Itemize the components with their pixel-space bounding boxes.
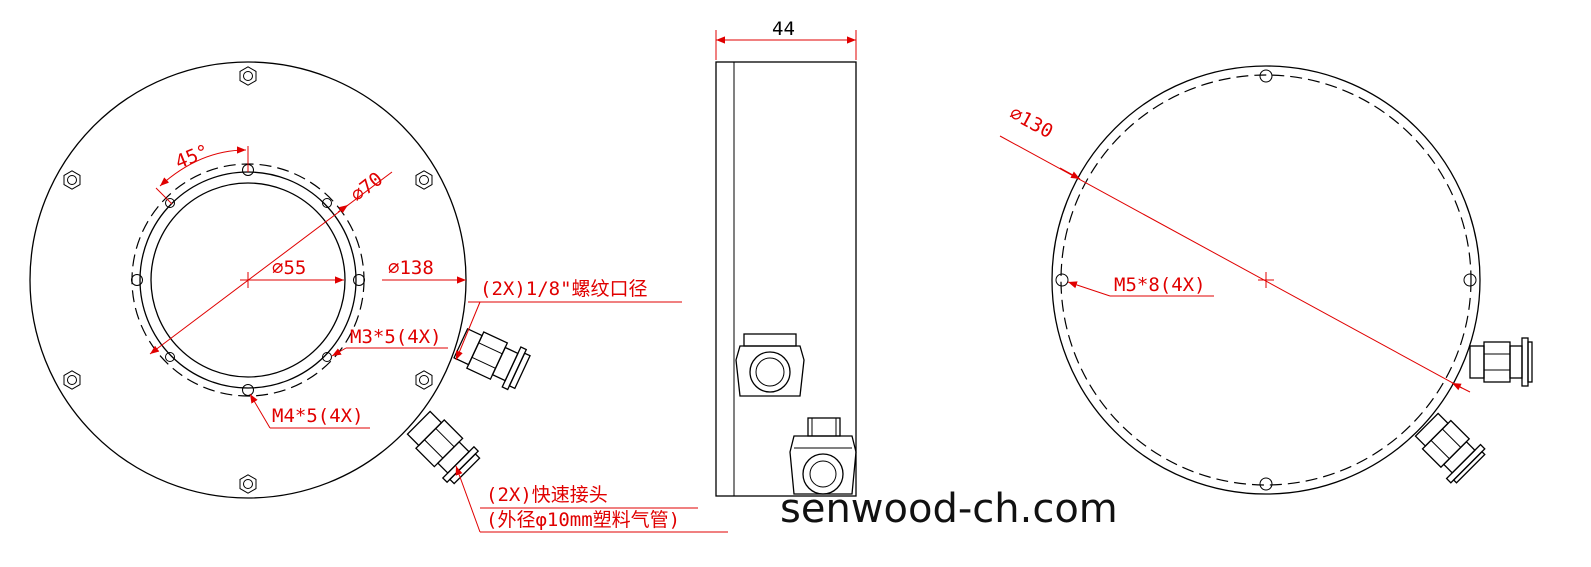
fitting-label-2: (外径φ10mm塑料气管): [486, 509, 680, 531]
width-44-label: 44: [772, 18, 795, 40]
rear-fitting-right: [1469, 337, 1533, 387]
rear-fitting-lower: [1414, 412, 1486, 484]
angle-label: 45°: [172, 140, 212, 173]
bore-ring-inner: [150, 182, 346, 378]
quick-fitting-lower: [406, 410, 481, 485]
rear-view: ⌀130 M5*8(4X): [999, 65, 1533, 495]
side-view: 44: [715, 18, 857, 497]
rear-hole-top: [1259, 69, 1273, 83]
watermark: senwood-ch.com: [780, 486, 1118, 532]
m3-label: M3*5(4X): [350, 326, 442, 348]
dia-70-label: ⌀70: [347, 168, 388, 206]
rear-hole-right: [1463, 273, 1477, 287]
quick-fitting-right: [453, 327, 531, 391]
fitting-label-1: (2X)快速接头: [486, 484, 608, 506]
outer-bolt-holes: [63, 66, 433, 494]
rear-bolt-circle: [1060, 74, 1472, 486]
rear-hole-left: [1055, 273, 1069, 287]
rear-outer-circle: [1051, 65, 1481, 495]
m4-label: M4*5(4X): [272, 405, 364, 427]
side-fitting-lower: [789, 417, 857, 495]
dia-138-label: ⌀138: [388, 257, 434, 279]
m5-label: M5*8(4X): [1114, 274, 1206, 296]
front-view: 45° ⌀70 ⌀55 ⌀138 (2X)1/8"螺纹口径 M3*5(4X) M…: [29, 61, 728, 533]
dia-130-label: ⌀130: [1006, 102, 1057, 143]
side-body: [715, 61, 857, 497]
thread-port-label: (2X)1/8"螺纹口径: [480, 278, 648, 300]
dia-55-label: ⌀55: [272, 257, 306, 279]
side-fitting-upper: [735, 333, 805, 397]
rear-hole-bottom: [1259, 477, 1273, 491]
